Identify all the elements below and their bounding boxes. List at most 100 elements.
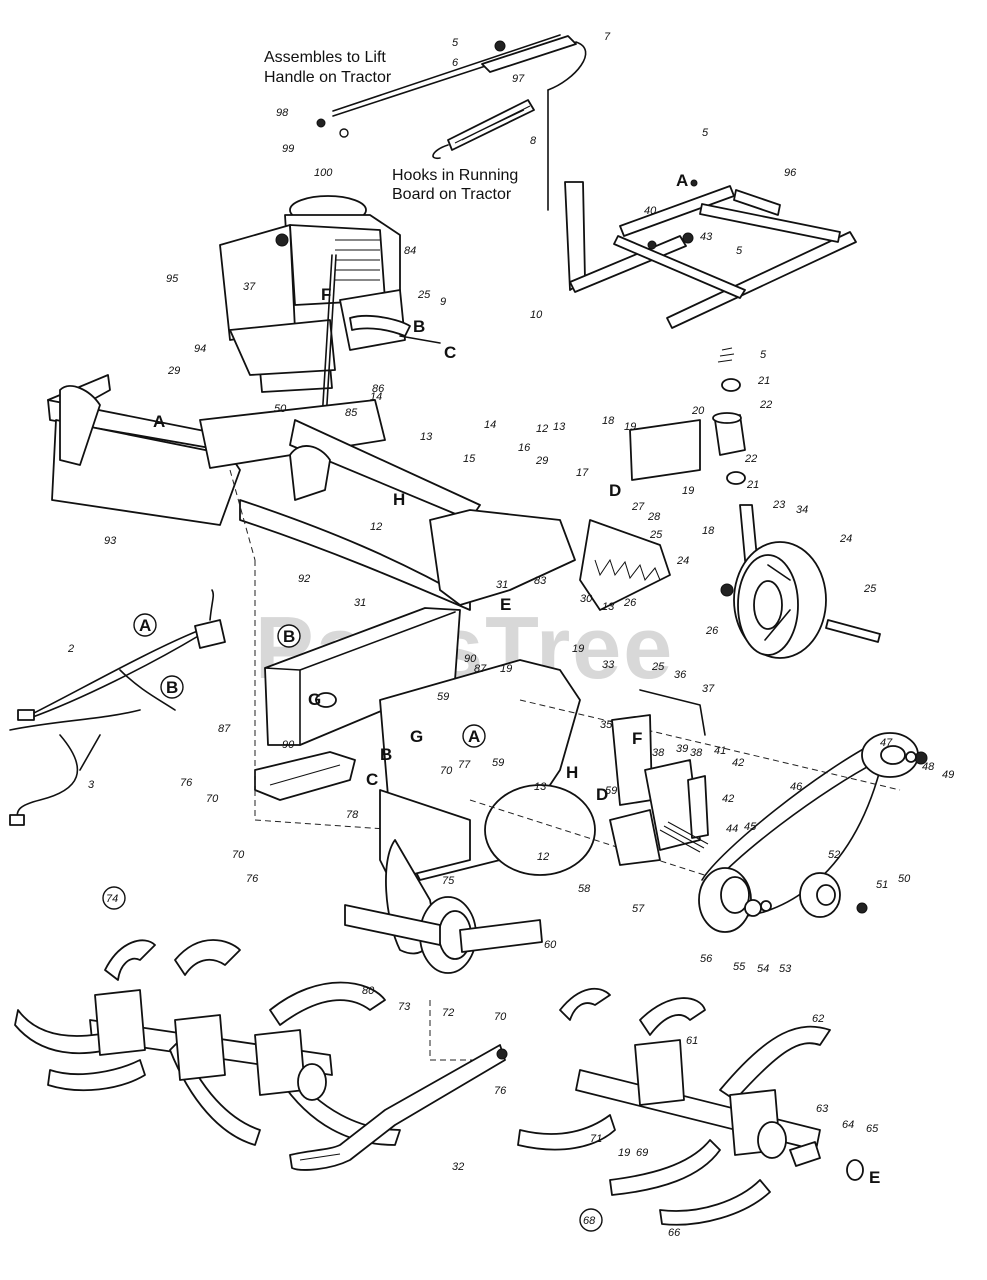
part-29: 27 — [631, 501, 645, 513]
part-19: 20 — [691, 405, 705, 417]
part-67: 65 — [866, 1123, 879, 1135]
part-12-d: 13 — [534, 781, 547, 793]
part-30: 28 — [647, 511, 661, 523]
depth-bar — [289, 1044, 508, 1171]
letter-d-case: D — [596, 785, 608, 804]
part-77-b: 76 — [246, 873, 259, 885]
belt-pulley-assembly — [698, 732, 928, 933]
part-17-a: 18 — [602, 415, 615, 427]
part-33-b: 31 — [354, 597, 366, 609]
part-74: 73 — [398, 1001, 411, 1013]
part-84: 85 — [345, 407, 358, 419]
part-31-b: 29 — [535, 455, 548, 467]
part-18-e: 19 — [618, 1147, 630, 1159]
part-13-a: 14 — [370, 391, 382, 403]
part-6: 6 — [452, 57, 459, 69]
note-lift-handle-line2: Handle on Tractor — [264, 69, 392, 86]
shield-covers — [229, 469, 461, 831]
part-56: 54 — [757, 963, 769, 975]
wiring-harness — [9, 589, 226, 826]
part-23: 24 — [839, 533, 852, 545]
part-2: 2 — [67, 643, 74, 655]
part-40-a: 38 — [652, 747, 665, 759]
letter-f-engine: F — [321, 285, 331, 304]
engine — [219, 195, 441, 421]
part-27-c: 25 — [651, 661, 665, 673]
part-32: 30 — [580, 593, 593, 605]
part-18-a: 19 — [624, 421, 636, 433]
part-16: 17 — [576, 467, 589, 479]
part-72: 71 — [590, 1133, 602, 1145]
letter-a-frame: A — [153, 412, 165, 431]
part-12-b: 13 — [553, 421, 566, 433]
part-39-b: 37 — [702, 683, 715, 695]
part-14: 15 — [463, 453, 476, 465]
part-46: 44 — [726, 823, 738, 835]
part-76: 75 — [442, 875, 455, 887]
idler-bracket — [609, 689, 709, 866]
part-85: 86 — [372, 383, 385, 395]
part-27-a: 25 — [417, 289, 431, 301]
part-83: 84 — [404, 245, 416, 257]
part-33-a: 31 — [496, 579, 508, 591]
part-55: 53 — [779, 963, 792, 975]
part-61-c: 59 — [605, 785, 617, 797]
letter-a-circled-harness: A — [139, 616, 151, 635]
note-running-board-line1: Hooks in Running — [392, 167, 518, 184]
part-47: 45 — [744, 821, 757, 833]
part-97: 96 — [784, 167, 797, 179]
part-22: 23 — [772, 499, 786, 511]
tiller-frame — [47, 374, 671, 611]
part-5-d: 5 — [760, 349, 767, 361]
letter-e-tine: E — [869, 1168, 880, 1187]
depth-wheel-assembly — [629, 347, 881, 659]
letter-g-shield: G — [308, 690, 321, 709]
part-69-circled: 68 — [583, 1215, 596, 1227]
part-81: 80 — [362, 985, 375, 997]
letter-a-circled-case: A — [468, 727, 480, 746]
part-101: 100 — [314, 167, 333, 179]
hitch-frame — [564, 179, 857, 329]
part-50: 48 — [922, 761, 935, 773]
part-5-c: 5 — [736, 245, 743, 257]
part-18-b: 19 — [682, 485, 694, 497]
part-17-b: 18 — [702, 525, 715, 537]
part-24: 25 — [863, 583, 877, 595]
letter-a-hitch: A — [676, 171, 688, 190]
note-lift-handle-line1: Assembles to Lift — [264, 49, 386, 66]
part-52-b: 50 — [898, 873, 911, 885]
part-35: 33 — [602, 659, 615, 671]
part-27-b: 25 — [649, 529, 663, 541]
letter-b-circled-shield: B — [283, 627, 295, 646]
part-77-a: 76 — [180, 777, 193, 789]
part-34: 32 — [452, 1161, 464, 1173]
callout-letters: A A B C F H D E G G B C F H D E — [153, 171, 880, 1187]
part-41: 39 — [676, 743, 688, 755]
part-40-b: 38 — [690, 747, 703, 759]
part-48: 46 — [790, 781, 803, 793]
part-21-b: 22 — [744, 453, 757, 465]
part-71-c: 70 — [232, 849, 245, 861]
part-93: 92 — [298, 573, 310, 585]
letter-b-case: B — [380, 745, 392, 764]
part-11-a: 12 — [370, 521, 382, 533]
letter-e-case: E — [500, 595, 511, 614]
part-94: 93 — [104, 535, 117, 547]
part-90: 87 — [474, 663, 487, 675]
part-92: 90 — [464, 653, 477, 665]
part-9: 9 — [440, 296, 446, 308]
part-51: 49 — [942, 769, 954, 781]
part-49: 47 — [880, 737, 893, 749]
part-77-c: 76 — [494, 1085, 507, 1097]
letter-h-frame: H — [393, 490, 405, 509]
letter-b-circled-harness: B — [166, 678, 178, 697]
part-87: 90 — [282, 739, 295, 751]
part-98: 97 — [512, 73, 525, 85]
letter-d-bracket: D — [609, 481, 621, 500]
part-5-b: 5 — [702, 127, 709, 139]
part-36: 34 — [796, 504, 808, 516]
part-5-a: 5 — [452, 37, 459, 49]
part-31-a: 29 — [167, 365, 180, 377]
part-43: 41 — [714, 745, 726, 757]
